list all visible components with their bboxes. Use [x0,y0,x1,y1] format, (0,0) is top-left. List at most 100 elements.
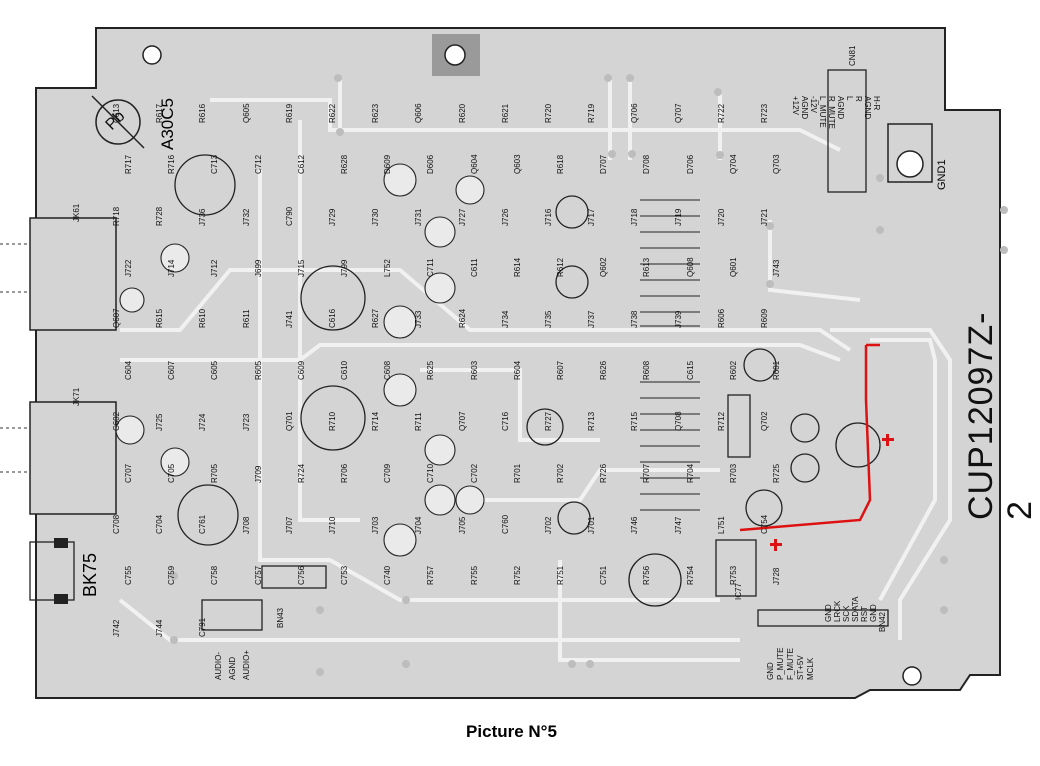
component-ref-label: Q707 [673,103,683,123]
component-ref-label: Q602 [599,257,609,278]
component-ref-label: R610 [198,309,208,329]
component-ref-label: R725 [772,463,781,483]
component-ref-label: R619 [284,103,294,123]
inductor-l751 [727,394,751,458]
component-ref-label: R625 [426,360,436,380]
component-ref-label: C604 [124,360,133,380]
component-ref-label: C707 [124,463,133,483]
component-ref-label: R722 [716,103,726,123]
component-ref-label: R615 [155,309,165,329]
component-ref-label: Q607 [112,308,121,329]
component-ref-label: J709 [253,465,263,483]
component-ref-label: C609 [296,360,306,380]
component-ref-label: R723 [760,103,769,123]
component-ref-label: L752 [383,259,393,278]
component-ref-label: C704 [155,514,165,534]
component-ref-label: C790 [284,206,294,226]
component-ref-label: C755 [124,566,133,586]
component-ref-label: R757 [426,566,436,586]
connector-cn81 [827,69,867,193]
component-ref-label: J725 [155,413,165,432]
component-ref-label: R620 [457,103,467,123]
component-ref-label: R707 [642,463,652,483]
component-ref-label: J722 [124,259,133,278]
component-ref-label: L751 [716,516,726,534]
component-ref-label: Q605 [241,103,251,123]
component-ref-label: Q704 [728,154,738,175]
component-ref-label: J727 [457,208,467,226]
component-ref-label: J741 [284,311,294,329]
component-ref-label: R605 [253,360,263,380]
component-ref-label: D606 [426,155,436,175]
component-ref-label: J721 [760,208,769,226]
component-ref-label: C791 [198,617,208,637]
component-ref-label: J717 [587,208,597,226]
component-ref-label: J732 [241,208,251,226]
component-ref-label: D706 [685,155,695,175]
component-ref-label: Q707 [457,411,467,432]
component-ref-label: J730 [371,208,381,226]
component-ref-label: R728 [155,206,165,226]
component-ref-label: C758 [210,566,220,586]
component-ref-label: J728 [772,567,781,586]
transistors [115,163,485,557]
component-ref-label: R720 [544,103,553,123]
component-ref-label: R602 [728,360,738,380]
component-ref-label: R616 [198,103,208,123]
component-ref-label: C761 [198,514,208,534]
component-ref-label: R705 [210,463,220,483]
component-ref-label: R617 [155,103,165,123]
component-ref-label: R606 [716,309,726,329]
component-ref-label: C756 [296,566,306,586]
component-ref-label: C708 [112,514,121,534]
component-ref-label: C753 [340,566,349,586]
component-ref-label: R710 [328,412,337,432]
component-ref-label: J733 [414,311,424,329]
component-ref-label: R752 [512,566,522,586]
component-ref-label: R624 [457,309,467,329]
component-ref-label: R608 [642,360,652,380]
component-ref-label: R724 [296,463,306,483]
component-ref-label: R704 [685,463,695,483]
component-ref-label: R715 [630,412,640,432]
component-ref-label: C702 [469,463,479,483]
component-ref-label: J731 [414,208,424,226]
component-ref-label: C613 [112,103,121,123]
component-ref-label: R753 [728,566,738,586]
component-ref-label: J734 [500,311,510,329]
red-plus-marks [770,434,894,551]
component-ref-label: J744 [155,619,165,637]
component-ref-label: C760 [500,514,510,534]
component-ref-label: C616 [328,309,337,329]
component-ref-label: R727 [544,412,553,432]
component-ref-label: C751 [599,566,609,586]
component-ref-label: J726 [500,208,510,226]
mounting-hole [902,666,922,686]
capacitor-c753 [835,422,881,468]
component-ref-label: J724 [198,413,208,432]
component-ref-label: J708 [241,516,251,534]
figure-caption: Picture N°5 [466,722,557,741]
component-ref-label: R603 [469,360,479,380]
component-ref-label: C711 [426,258,436,278]
ic-ic77 [715,539,757,597]
component-ref-label: R611 [241,309,251,329]
component-ref-label: Q603 [512,154,522,175]
component-ref-label: Q606 [414,103,424,123]
component-ref-label: J737 [587,311,597,329]
component-ref-label: Q708 [673,411,683,432]
component-ref-label: J736 [198,208,208,226]
pads [170,74,1008,676]
component-ref-label: R716 [167,155,177,175]
component-ref-label: R751 [556,566,565,586]
component-ref-label: R726 [599,463,609,483]
jack-jk61-body [29,217,117,331]
component-ref-label: C716 [500,412,510,432]
component-ref-label: R613 [642,257,652,278]
component-ref-label: R756 [642,566,652,586]
component-ref-label: R628 [340,155,349,175]
component-ref-label: J729 [328,208,337,226]
component-ref-label: J716 [544,208,553,226]
mounting-hole [142,45,162,65]
